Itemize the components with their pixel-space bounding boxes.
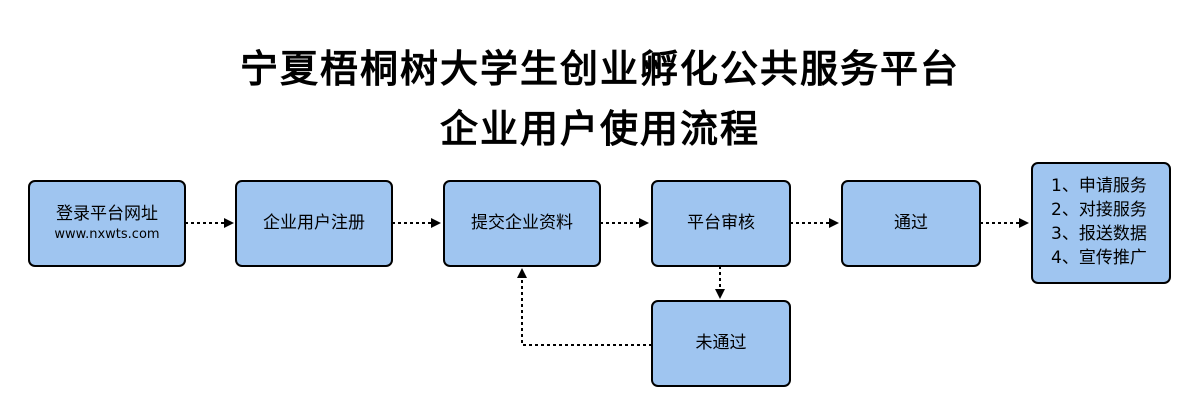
step-register-label: 企业用户注册 bbox=[263, 213, 365, 234]
step-submit-info-label: 提交企业资料 bbox=[471, 213, 573, 234]
page-title: 宁夏梧桐树大学生创业孵化公共服务平台 bbox=[239, 47, 960, 91]
step-pass: 通过 bbox=[841, 180, 981, 267]
step-login-label: 登录平台网址 bbox=[56, 204, 158, 224]
service-item: 1、申请服务 bbox=[1051, 176, 1147, 197]
step-login: 登录平台网址 www.nxwts.com bbox=[28, 180, 186, 267]
services-box: 1、申请服务 2、对接服务 3、报送数据 4、宣传推广 bbox=[1031, 162, 1171, 284]
step-submit-info: 提交企业资料 bbox=[443, 180, 601, 267]
step-rejected: 未通过 bbox=[651, 300, 791, 387]
service-item: 2、对接服务 bbox=[1051, 200, 1147, 221]
step-register: 企业用户注册 bbox=[235, 180, 393, 267]
step-login-url: www.nxwts.com bbox=[54, 227, 160, 243]
step-review-label: 平台审核 bbox=[687, 213, 755, 234]
arrow-rejected-to-submit bbox=[517, 268, 652, 346]
step-review: 平台审核 bbox=[651, 180, 791, 267]
page-subtitle: 企业用户使用流程 bbox=[439, 107, 760, 151]
step-pass-label: 通过 bbox=[894, 213, 928, 234]
service-item: 3、报送数据 bbox=[1051, 224, 1147, 244]
service-item: 4、宣传推广 bbox=[1051, 247, 1147, 268]
step-rejected-label: 未通过 bbox=[695, 333, 747, 354]
